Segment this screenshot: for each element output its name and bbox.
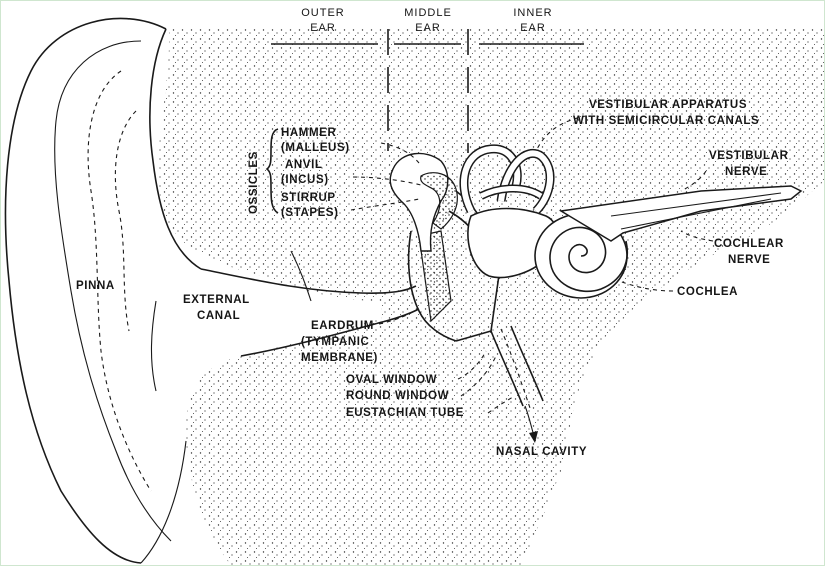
anvil-label-2: (INCUS) [281,174,329,186]
stirrup-label-2: (STAPES) [281,207,339,219]
vestibular-nerve-label-2: NERVE [725,166,767,178]
round-window-label: ROUND WINDOW [346,390,449,402]
stirrup-label-1: STIRRUP [281,192,336,204]
semicircular-canals [459,144,555,215]
eardrum-label-2: (TYMPANIC [301,336,369,348]
outer-ear-title-2: EAR [310,22,336,34]
middle-ear-title-2: EAR [415,22,441,34]
cochlear-nerve-label-1: COCHLEAR [714,238,784,250]
anvil-label-1: ANVIL [285,159,323,171]
ossicles-label: OSSICLES [248,151,260,214]
section-dividers [387,29,469,153]
hammer-label-2: (MALLEUS) [281,142,350,154]
middle-ear-title-1: MIDDLE [404,7,452,19]
leader-lines [350,115,714,443]
middle-ear [389,152,502,342]
external-canal-label-1: EXTERNAL [183,294,250,306]
cochlear-nerve-label-2: NERVE [728,254,770,266]
inner-ear-title-2: EAR [520,22,546,34]
vestibular-apparatus-label-2: WITH SEMICIRCULAR CANALS [573,115,759,127]
vestibular-apparatus-label-1: VESTIBULAR APPARATUS [589,99,747,111]
eustachian-tube-label: EUSTACHIAN TUBE [346,407,464,419]
section-headers: OUTER EAR MIDDLE EAR INNER EAR [271,7,584,45]
external-canal [200,250,420,357]
eardrum-label-1: EARDRUM [311,320,374,332]
nasal-cavity-label: NASAL CAVITY [496,446,587,458]
external-canal-label-2: CANAL [197,310,240,322]
vestibular-nerve-label-1: VESTIBULAR [709,150,789,162]
eustachian-tube [490,325,544,412]
head-tissue-stipple [158,29,824,565]
inner-ear-title-1: INNER [513,7,552,19]
outer-ear-title-1: OUTER [301,7,345,19]
ossicles-group: OSSICLES [248,128,279,214]
hammer-label-1: HAMMER [281,127,336,139]
eardrum-label-3: MEMBRANE) [301,352,378,364]
oval-window-label: OVAL WINDOW [346,374,437,386]
cochlea-label: COCHLEA [677,286,738,298]
auditory-nerve [558,185,803,242]
pinna-outline [4,17,202,564]
pinna-label: PINNA [76,280,115,292]
